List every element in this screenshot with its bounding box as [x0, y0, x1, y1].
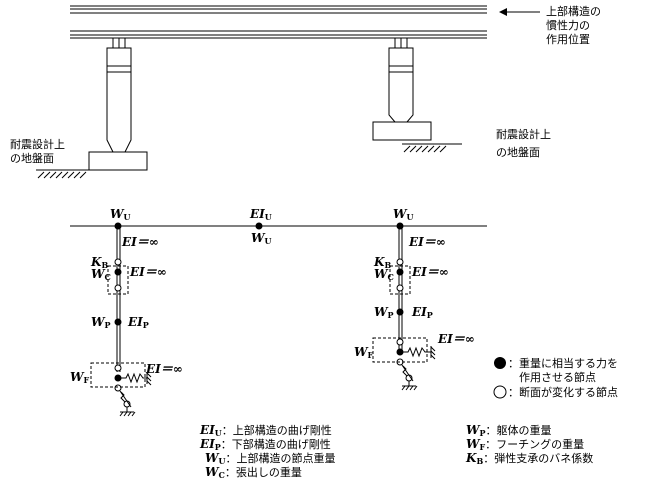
label-wu-left: WU [110, 207, 130, 222]
filled-node-text-2: 作用させる節点 [519, 370, 596, 384]
label-ei-inf-left-mid: EI＝∞ [129, 265, 167, 279]
label-wc-left: WC [91, 267, 111, 282]
label-ei-inf-right-top: EI＝∞ [408, 235, 446, 249]
label-kb-right: KB [373, 255, 391, 270]
legend-wc: WC：張出しの重量 [205, 465, 302, 480]
legend-wp: WP：躯体の重量 [466, 423, 552, 438]
hollow-node-text: ：断面が変化する節点 [508, 385, 618, 399]
ground-label-right-line-2: の地盤面 [496, 146, 540, 159]
ground-label-right-line-1: 耐震設計上 [496, 127, 551, 141]
legend-kb: KB：弾性支承のバネ係数 [465, 451, 593, 466]
bridge-elevation [36, 5, 540, 179]
left-ground [36, 169, 94, 179]
label-wu-beam: WU [251, 231, 271, 246]
label-wp-right: WP [374, 305, 394, 320]
ground-label-left-line-2: の地盤面 [10, 152, 54, 165]
symbol-legend-left: EIU：上部構造の曲げ剛性 EIP：下部構造の曲げ剛性 WU：上部構造の節点重量… [199, 423, 335, 480]
inertia-label-line-2: 慣性力の [546, 18, 590, 32]
label-wu-right: WU [393, 207, 413, 222]
hollow-node-icon [493, 385, 507, 399]
model-labels-right: WU EI＝∞ KB WC EI＝∞ WP EIP EI＝∞ WF [354, 207, 475, 360]
inertia-label-line-3: 作用位置 [546, 32, 590, 46]
inertia-position-label: 上部構造の 慣性力の 作用位置 [546, 4, 601, 46]
label-eip-left: EIP [127, 315, 149, 330]
symbol-legend-right: WP：躯体の重量 WF：フーチングの重量 KB：弾性支承のバネ係数 [465, 423, 593, 466]
model-labels-beam: EIU WU [249, 207, 272, 246]
label-ei-inf-left-bottom: EI＝∞ [145, 362, 183, 376]
label-kb-left: KB [90, 255, 108, 270]
label-wf-right: WF [354, 345, 373, 360]
right-pier [372, 37, 432, 141]
deck [70, 5, 487, 39]
left-column-model [90, 222, 152, 417]
legend-wu: WU：上部構造の節点重量 [205, 451, 335, 466]
label-ei-inf-right-mid: EI＝∞ [411, 265, 449, 279]
label-eip-right: EIP [411, 305, 433, 320]
node-wu-mid [255, 222, 263, 230]
filled-node-icon [494, 357, 506, 369]
label-eiu-beam: EIU [249, 207, 272, 222]
node-legend: ：重量に相当する力を 作用させる節点 ：断面が変化する節点 [493, 356, 618, 399]
right-column-model [372, 222, 436, 391]
legend-wf: WF：フーチングの重量 [466, 437, 584, 452]
legend-eiu: EIU：上部構造の曲げ剛性 [199, 423, 332, 438]
label-wc-right: WC [374, 267, 394, 282]
ground-label-left-line-1: 耐震設計上 [10, 137, 65, 151]
ground-label-right: 耐震設計上 の地盤面 [496, 127, 551, 159]
label-wp-left: WP [91, 315, 111, 330]
ground-label-left: 耐震設計上 の地盤面 [10, 137, 65, 165]
legend-eip: EIP：下部構造の曲げ剛性 [199, 437, 331, 452]
model-labels-left: WU EI＝∞ KB WC EI＝∞ WP EIP EI＝∞ WF [70, 207, 183, 385]
frame-model [70, 222, 487, 417]
label-ei-inf-right-bottom: EI＝∞ [437, 332, 475, 346]
filled-node-text-1: ：重量に相当する力を [508, 356, 618, 370]
left-pier [88, 37, 148, 171]
right-ground [402, 143, 462, 153]
label-ei-inf-left-top: EI＝∞ [121, 235, 159, 249]
inertia-label-line-1: 上部構造の [546, 4, 601, 18]
label-wf-left: WF [70, 370, 89, 385]
